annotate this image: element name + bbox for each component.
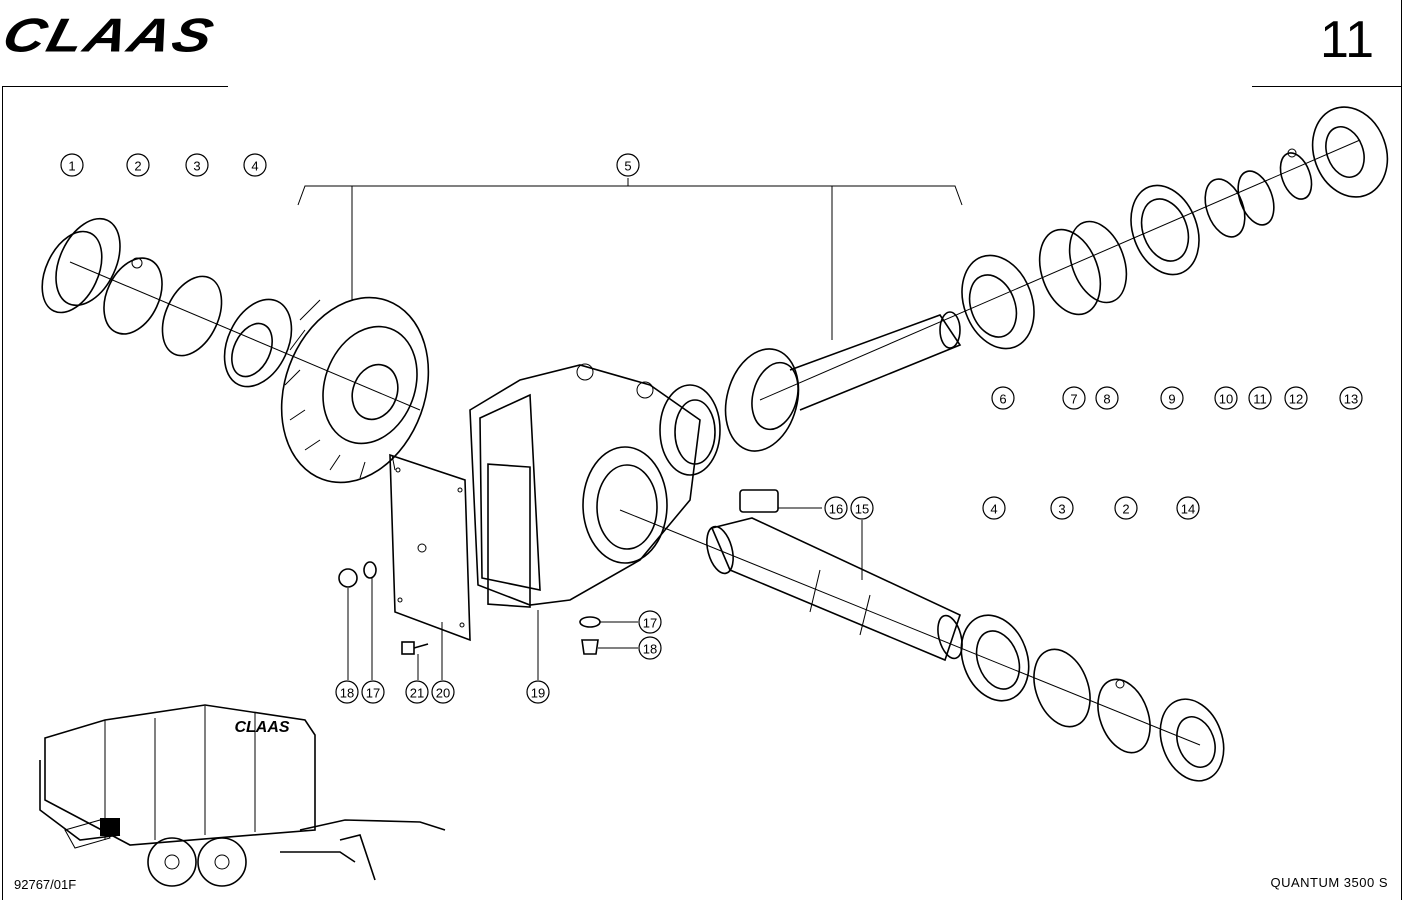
part-7-ring xyxy=(1038,228,1102,316)
callout-2: 2 xyxy=(126,153,150,177)
cover-plate xyxy=(389,453,471,642)
callout-10: 10 xyxy=(1214,386,1238,410)
callout-label: 4 xyxy=(990,502,997,517)
callout-5: 5 xyxy=(616,153,640,177)
callout-18: 18 xyxy=(638,636,662,660)
callout-label: 2 xyxy=(1122,502,1129,517)
callout-label: 17 xyxy=(366,686,380,701)
callout-8: 8 xyxy=(1095,386,1119,410)
callout-label: 21 xyxy=(410,686,424,701)
page-number: 11 xyxy=(1320,11,1374,69)
part-4-bearing-lower xyxy=(960,614,1030,702)
callout-label: 8 xyxy=(1103,392,1110,407)
callout-9: 9 xyxy=(1160,386,1184,410)
callout-4: 4 xyxy=(982,496,1006,520)
callout-3: 3 xyxy=(185,153,209,177)
callout-label: 15 xyxy=(855,502,869,517)
callout-21: 21 xyxy=(405,680,429,704)
callout-14: 14 xyxy=(1176,496,1200,520)
callout-label: 16 xyxy=(829,502,843,517)
header-rule-left xyxy=(2,86,228,87)
part-2-circlip xyxy=(103,257,163,335)
callout-label: 11 xyxy=(1253,392,1267,407)
drain-plug-lower xyxy=(579,616,638,655)
callout-20: 20 xyxy=(431,680,455,704)
callout-label: 3 xyxy=(193,159,200,174)
part-9-bearing xyxy=(1130,184,1200,276)
callout-18: 18 xyxy=(335,680,359,704)
callout-label: 20 xyxy=(436,686,450,701)
gearbox-housing xyxy=(469,363,721,608)
axis-line-left xyxy=(69,261,421,411)
callout-2: 2 xyxy=(1114,496,1138,520)
callout-label: 18 xyxy=(340,686,354,701)
callout-label: 4 xyxy=(251,159,258,174)
model-label: QUANTUM 3500 S xyxy=(1270,875,1388,890)
callout-1: 1 xyxy=(60,153,84,177)
right-border xyxy=(1401,0,1402,900)
axis-line-right xyxy=(759,139,1361,401)
callout-19: 19 xyxy=(526,680,550,704)
assembly-bracket xyxy=(297,178,963,340)
callout-6: 6 xyxy=(991,386,1015,410)
callout-label: 14 xyxy=(1181,502,1195,517)
part-14-seal xyxy=(1159,698,1225,782)
bevel-gear-large xyxy=(280,296,430,484)
left-border xyxy=(2,86,3,900)
callout-15: 15 xyxy=(850,496,874,520)
callout-label: 9 xyxy=(1168,392,1175,407)
callout-label: 17 xyxy=(643,616,657,631)
part-15-shaft xyxy=(706,517,963,662)
header-rule-right xyxy=(1252,86,1402,87)
callout-16: 16 xyxy=(824,496,848,520)
bevel-pinion-shaft xyxy=(724,311,962,452)
trailer-thumbnail: CLAAS xyxy=(39,704,446,887)
part-21-screw xyxy=(401,622,443,680)
part-4-bearing xyxy=(223,298,293,388)
callout-label: 18 xyxy=(643,642,657,657)
axis-line-lower xyxy=(619,509,1201,746)
part-11-ring xyxy=(1237,170,1275,226)
drawing-reference: 92767/01F xyxy=(14,877,77,892)
callout-17: 17 xyxy=(638,610,662,634)
part-3-ring-lower xyxy=(1033,648,1091,728)
callout-13: 13 xyxy=(1339,386,1363,410)
drain-plug-left xyxy=(338,561,377,680)
part-6-bearing xyxy=(961,254,1035,350)
part-3-ring xyxy=(161,275,223,357)
callout-7: 7 xyxy=(1062,386,1086,410)
callout-label: 3 xyxy=(1058,502,1065,517)
callout-label: 5 xyxy=(624,159,631,174)
callout-17: 17 xyxy=(361,680,385,704)
gearbox-location-marker xyxy=(100,818,120,836)
part-10-ring xyxy=(1204,178,1246,238)
callout-3: 3 xyxy=(1050,496,1074,520)
callout-label: 6 xyxy=(999,392,1006,407)
callout-label: 1 xyxy=(68,159,75,174)
part-13-seal xyxy=(1311,106,1389,198)
trailer-logo: CLAAS xyxy=(234,719,289,736)
callout-11: 11 xyxy=(1248,386,1272,410)
callout-label: 2 xyxy=(134,159,141,174)
callout-label: 12 xyxy=(1289,392,1303,407)
part-12-circlip xyxy=(1279,148,1313,200)
part-1-sleeve xyxy=(41,217,121,314)
callout-4: 4 xyxy=(243,153,267,177)
part-2-circlip-lower xyxy=(1097,678,1151,754)
callout-12: 12 xyxy=(1284,386,1308,410)
callout-label: 7 xyxy=(1070,392,1077,407)
part-16-key xyxy=(739,489,779,513)
callout-label: 13 xyxy=(1344,392,1358,407)
part-8-ring xyxy=(1068,220,1128,304)
callout-label: 19 xyxy=(531,686,545,701)
callout-label: 10 xyxy=(1219,392,1233,407)
